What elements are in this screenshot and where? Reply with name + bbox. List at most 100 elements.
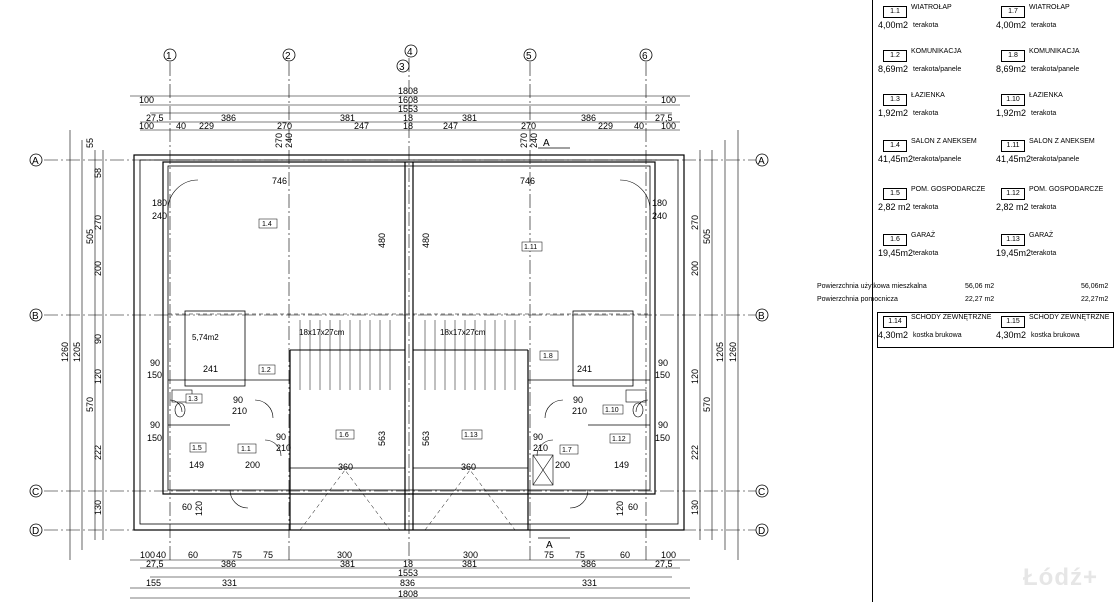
room-area: 19,45m2 (996, 248, 1032, 258)
axis-label-6: 6 (642, 51, 648, 62)
room-material: terakota (913, 22, 939, 29)
dim-right-outer: 1260 (728, 342, 738, 362)
d149-r: 149 (614, 460, 629, 470)
d150-right-2: 150 (655, 433, 670, 443)
legend-cell: 1.13 GARAŻ 19,45m2 terakota (995, 230, 1111, 264)
d90-door-r: 90 (533, 432, 543, 442)
bd2-275-r: 27,5 (655, 559, 673, 569)
room-id: 1.10 (1001, 94, 1025, 106)
room-name: WIATROŁAP (1029, 4, 1070, 11)
dim-top-100-l: 100 (139, 95, 154, 105)
dim-b-270-r: 270 (521, 121, 536, 131)
dim-left-outer: 1260 (60, 342, 70, 362)
dim-left-55: 55 (85, 138, 95, 148)
dim-left-90: 90 (93, 334, 103, 344)
aux-area-right: 22,27m2 (1081, 296, 1109, 303)
dim-top-275-l: 27,5 (146, 113, 164, 123)
room-area: 2,82 m2 (878, 202, 911, 212)
bd4-331-r: 331 (582, 578, 597, 588)
bd-75-l2: 75 (263, 550, 273, 560)
room-id: 1.13 (1001, 234, 1025, 246)
dim-right-mid: 1205 (715, 342, 725, 362)
d60-r: 60 (628, 502, 638, 512)
legend-row-5: 1.5 POM. GOSPODARCZE 2,82 m2 terakota 1.… (877, 184, 1112, 218)
axis-label-D-right: D (758, 526, 765, 537)
d90-right-2: 90 (658, 420, 668, 430)
axis-label-C-left: C (32, 487, 39, 498)
axis-label-A-left: A (32, 156, 39, 167)
room-material: terakota (1031, 204, 1057, 211)
bd4-331-l: 331 (222, 578, 237, 588)
bd-75-r: 75 (575, 550, 585, 560)
room-label-1-1: 1.1 (241, 446, 251, 453)
room-area: 4,30m2 (878, 330, 909, 340)
legend-cell: 1.14 SCHODY ZEWNĘTRZNE 4,30m2 kostka bru… (877, 312, 993, 346)
top-dimension-lines (130, 95, 690, 131)
d210-door-r: 210 (533, 443, 548, 453)
legend-row-1: 1.1 WIATROŁAP 4,00m2 terakota 1.7 WIATRO… (877, 2, 1112, 36)
legend-cell: 1.15 SCHODY ZEWNĘTRZNE 4,30m2 kostka bru… (995, 312, 1111, 346)
room-area: 41,45m2 (878, 154, 914, 164)
room-id: 1.14 (883, 316, 907, 328)
bd-75-l: 75 (232, 550, 242, 560)
dim-right-570: 570 (702, 397, 712, 412)
aux-area-left: 22,27 m2 (965, 296, 995, 303)
room-id: 1.8 (1001, 50, 1025, 62)
room-id: 1.4 (883, 140, 907, 152)
bd-75-r2: 75 (544, 550, 554, 560)
door-270-top-l: 270 (274, 133, 284, 148)
room-area: 2,82 m2 (996, 202, 1029, 212)
room-label-1-6: 1.6 (339, 432, 349, 439)
room-id: 1.2 (883, 50, 907, 62)
section-marker-top (538, 147, 570, 539)
bd-100-l: 100 (140, 550, 155, 560)
d150-left: 150 (147, 370, 162, 380)
room-name: ŁAZIENKA (911, 92, 945, 99)
room-label-1-10: 1.10 (605, 407, 619, 414)
room-material: terakota (913, 204, 939, 211)
room-area: 4,00m2 (996, 20, 1027, 30)
d241-r: 241 (577, 364, 592, 374)
d90-left-2: 90 (150, 420, 160, 430)
bd-60-l: 60 (188, 550, 198, 560)
dim-left-222: 222 (93, 445, 103, 460)
dim-b-270-l: 270 (277, 121, 292, 131)
dim-top-275-r: 27,5 (655, 113, 673, 123)
bd2-386-r: 386 (581, 559, 596, 569)
legend-cell: 1.2 KOMUNIKACJA 8,69m2 terakota/panele (877, 46, 993, 80)
bd2-18: 18 (403, 559, 413, 569)
dim-b-18: 18 (403, 121, 413, 131)
d200-r: 200 (555, 460, 570, 470)
axis-label-B-left: B (32, 311, 39, 322)
legend-cell: 1.1 WIATROŁAP 4,00m2 terakota (877, 2, 993, 36)
room-label-1-3: 1.3 (188, 396, 198, 403)
room-material: terakota (1031, 110, 1057, 117)
garage-height-left: 563 (377, 431, 387, 446)
room-material: kostka brukowa (1031, 332, 1080, 339)
d90-right: 90 (658, 358, 668, 368)
bd5-1808: 1808 (398, 589, 418, 599)
legend-row-6: 1.6 GARAŻ 19,45m2 terakota 1.13 GARAŻ 19… (877, 230, 1112, 264)
room-area: 1,92m2 (878, 108, 909, 118)
axis-label-C-right: C (758, 487, 765, 498)
room-material: terakota/panele (913, 156, 962, 163)
axis-label-1: 1 (166, 51, 172, 62)
dim-b-229-l: 229 (199, 121, 214, 131)
salon-height-left: 480 (377, 233, 387, 248)
legend-row-3: 1.3 ŁAZIENKA 1,92m2 terakota 1.10 ŁAZIEN… (877, 90, 1112, 124)
legend-row-2: 1.2 KOMUNIKACJA 8,69m2 terakota/panele 1… (877, 46, 1112, 80)
bd2-386-l: 386 (221, 559, 236, 569)
d210-l: 210 (232, 406, 247, 416)
bd4-155: 155 (146, 578, 161, 588)
room-label-1-11: 1.11 (524, 244, 537, 251)
legend-cell: 1.5 POM. GOSPODARCZE 2,82 m2 terakota (877, 184, 993, 218)
dim-left-58: 58 (93, 168, 103, 178)
door-240-right: 240 (652, 211, 667, 221)
section-label-top: A (543, 138, 550, 149)
d150-right: 150 (655, 370, 670, 380)
axis-label-B-right: B (758, 311, 765, 322)
d90-door-l: 90 (276, 432, 286, 442)
axis-label-4: 4 (407, 47, 413, 58)
dim-b-40-r: 40 (634, 121, 644, 131)
bottom-dimension-lines (130, 559, 690, 599)
